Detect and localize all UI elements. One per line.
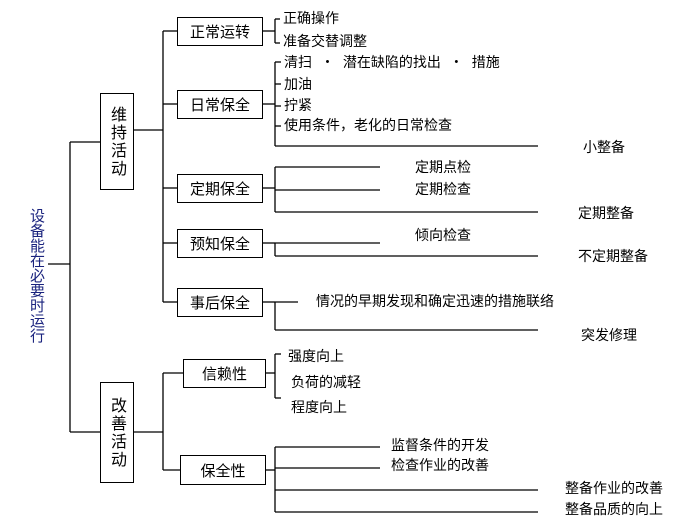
group-improve: 改善活动 [100,382,134,483]
category-predictive-label: 预知保全 [189,235,250,253]
group-maintain-label: 维持活动 [108,105,127,178]
reliability-item: 程度向上 [291,400,347,416]
group-improve-label: 改善活动 [108,396,127,469]
safety-item: 检查作业的改善 [391,458,489,474]
category-periodic-label: 定期保全 [189,180,250,198]
safety-item: 监督条件的开发 [391,438,489,454]
breakdown-result: 突发修理 [581,328,637,344]
periodic-item: 定期点检 [415,160,471,176]
daily-item: 加油 [284,77,312,93]
reliability-item: 强度向上 [288,349,344,365]
predictive-item: 倾向检查 [415,228,471,244]
category-daily-label: 日常保全 [189,96,250,114]
safety-result: 整备品质的向上 [565,502,663,518]
reliability-item: 负荷的减轻 [291,375,361,391]
category-safety-box: 保全性 [180,455,266,485]
category-reliability-box: 信赖性 [183,359,266,388]
category-reliability-label: 信赖性 [201,365,247,383]
category-safety-label: 保全性 [200,461,246,480]
category-periodic-box: 定期保全 [177,174,263,203]
category-breakdown-label: 事后保全 [189,294,250,312]
root-label: 设备能在必要时运行 [28,208,46,347]
safety-result: 整备作业的改善 [565,481,663,497]
root-label-text: 设备能在必要时运行 [28,208,46,343]
category-daily-box: 日常保全 [177,90,263,119]
periodic-item: 定期检查 [415,182,471,198]
normal-item: 准备交替调整 [283,34,367,50]
daily-item: 拧紧 [284,98,312,114]
daily-result: 小整备 [583,140,625,156]
daily-item: 使用条件，老化的日常检查 [284,118,452,134]
category-normal-box: 正常运转 [177,17,263,46]
normal-item: 正确操作 [283,11,339,27]
daily-item: 清扫 ・ 潜在缺陷的找出 ・ 措施 [284,55,500,71]
category-breakdown-box: 事后保全 [177,288,263,317]
category-predictive-box: 预知保全 [177,229,263,258]
periodic-result: 定期整备 [578,206,634,222]
predictive-result: 不定期整备 [578,249,648,265]
breakdown-item: 情况的早期发现和确定迅速的措施联络 [316,294,554,310]
category-normal-label: 正常运转 [189,23,250,41]
group-maintain: 维持活动 [100,93,134,190]
